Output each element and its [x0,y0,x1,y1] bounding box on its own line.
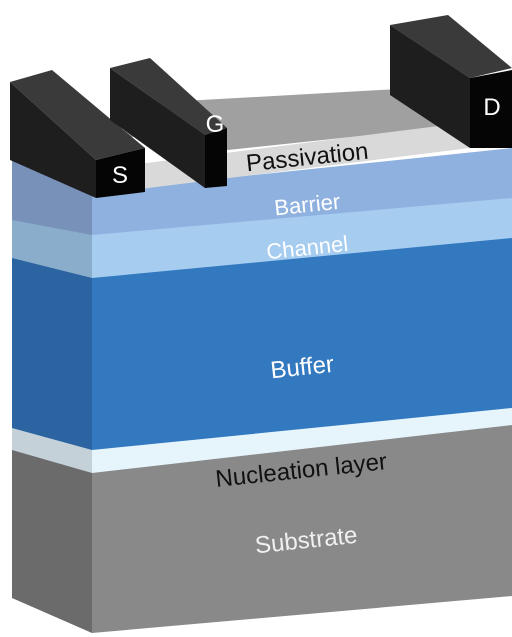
drain-contact-label: D [483,94,500,121]
channel-side-face [12,218,92,278]
barrier-front-face [92,148,512,235]
drain-contact-front [470,70,512,148]
barrier-side-face [12,160,92,235]
nucleation-front-face [92,405,512,473]
source-contact-top [10,70,145,160]
gate-contact-side [110,68,205,188]
source-contact-label: S [112,162,128,189]
gate-contact-label: G [206,111,225,138]
gate-contact-front [205,128,227,188]
buffer-label: Buffer [269,351,335,385]
channel-front-face [92,195,512,278]
substrate-side-face [12,448,92,633]
gate-contact-top [110,58,227,135]
passivation-front-face [92,122,470,195]
drain-contact-top [390,15,512,78]
drain-contact-side [390,25,470,148]
source-contact-side [10,82,96,198]
nucleation-side-face [12,425,92,473]
source-contact-front [96,148,145,198]
buffer-side-face [12,255,92,450]
buffer-front-face [92,235,512,450]
substrate-front-face [92,422,512,633]
